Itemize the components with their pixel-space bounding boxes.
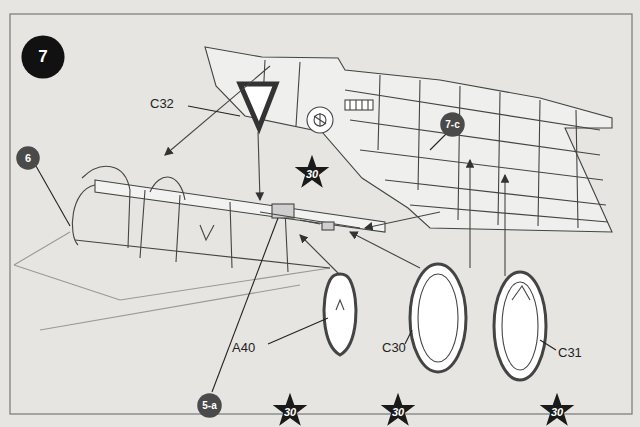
callout-circle: 7-c bbox=[440, 112, 465, 137]
star-badge: 30 bbox=[294, 154, 330, 190]
callout-number: 7-c bbox=[445, 119, 459, 130]
part-label: C32 bbox=[150, 96, 174, 111]
callout-number: 5-a bbox=[202, 400, 216, 411]
part-label: C31 bbox=[558, 345, 582, 360]
part-label: A40 bbox=[232, 340, 255, 355]
callout-circle: 7 bbox=[21, 35, 65, 79]
scale-number: 30 bbox=[284, 406, 296, 418]
part-label: C30 bbox=[382, 340, 406, 355]
scale-number: 30 bbox=[392, 406, 404, 418]
star-badge: 30 bbox=[272, 392, 308, 427]
scale-number: 30 bbox=[306, 168, 318, 180]
callout-circle: 6 bbox=[16, 146, 40, 170]
callout-number: 6 bbox=[25, 152, 31, 164]
scale-number: 30 bbox=[551, 406, 563, 418]
star-badge: 30 bbox=[380, 392, 416, 427]
callout-number: 7 bbox=[38, 47, 47, 67]
callout-circle: 5-a bbox=[197, 393, 222, 418]
star-badge: 30 bbox=[539, 392, 575, 427]
